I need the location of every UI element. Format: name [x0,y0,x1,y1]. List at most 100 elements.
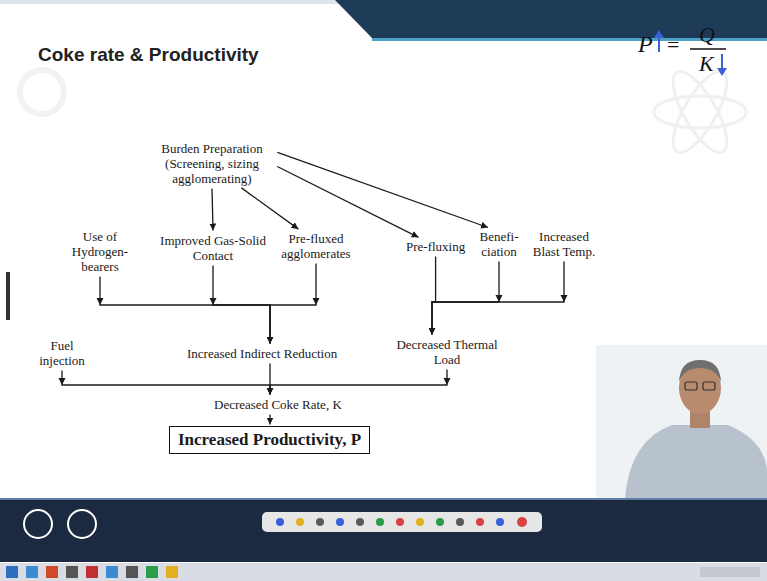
institute-logo [24,510,52,538]
toolbar-icon [476,518,484,526]
flow-step: Benefi- ciation [475,228,523,260]
toolbar-icon [316,518,324,526]
taskbar [0,563,767,581]
taskbar-icon [66,566,78,578]
flow-step: Increased Indirect Reduction [185,345,339,362]
toolbar-icon [456,518,464,526]
bus-arrowhead [97,298,104,305]
presenter-shirt [625,425,767,498]
connector [432,262,503,335]
toolbar-icon [496,518,504,526]
connector [97,277,271,344]
connector [212,189,213,231]
bus-arrowhead [313,298,320,305]
atom-watermark [663,64,737,160]
bus-arrowhead [496,295,503,302]
node-text: Increased Indirect Reduction [187,346,337,361]
slide-title: Coke rate & Productivity [38,44,259,66]
taskbar-icon [166,566,178,578]
gear-watermark [20,70,64,114]
connector [432,262,568,335]
taskbar-tray [700,567,760,577]
formula-symbol: K [699,53,714,75]
node-text: Use of Hydrogen-bearers [69,229,131,274]
presenter-glasses [703,382,715,390]
bus-arrowhead [59,378,66,385]
up-arrowhead [654,30,664,38]
presenter-hair [679,360,721,382]
node-text: Decreased Thermal Load [387,337,507,367]
toolbar-icon [416,518,424,526]
taskbar-icon [86,566,98,578]
connector [241,188,298,229]
taskbar-icon [6,566,18,578]
node-text: Burden Preparation (Screening, sizing ag… [150,141,274,186]
connector-line [212,189,213,231]
connector [270,264,320,344]
taskbar-icon [106,566,118,578]
connector-line [100,277,270,344]
atom-watermark [663,64,737,160]
down-arrowhead [717,68,727,76]
connector-line [269,415,270,425]
connector [270,370,451,395]
formula-symbol: = [667,34,679,56]
nptel-logo [68,510,96,538]
flow-step: Improved Gas-Solid Contact [157,232,269,264]
connector [210,266,271,344]
node-text: Pre-fluxed agglomerates [277,231,355,261]
toolbar-icon [517,517,527,527]
toolbar-icon [296,518,304,526]
flow-step: Pre-fluxing [404,238,467,255]
toolbar-icon [336,518,344,526]
connector-line [432,262,499,335]
formula-symbol: Q [699,24,715,46]
connector-line [213,266,270,344]
connector-line [432,262,564,335]
taskbar-icon [46,566,58,578]
presenter-video [596,345,767,498]
node-text: Pre-fluxing [406,239,465,254]
toolbar-icon [436,518,444,526]
footer-line [0,498,767,500]
flow-step: Increased Blast Temp. [526,228,602,260]
toolbar-icon [396,518,404,526]
flow-step: Use of Hydrogen-bearers [67,228,133,275]
connector-line [62,371,270,395]
presenter-glasses [685,382,697,390]
toolbar-icon [356,518,364,526]
connector [277,152,488,227]
node-text: Decreased Coke Rate, K [214,397,342,412]
bus-arrowhead [561,295,568,302]
connector-line [277,152,488,227]
bus-arrowhead [444,378,451,385]
taskbar-icon [126,566,138,578]
node-text: Fuel injection [35,338,89,368]
flow-step: Decreased Thermal Load [385,336,509,368]
footer-band [0,498,767,562]
node-text: Improved Gas-Solid Contact [159,233,267,263]
toolbar-icon [376,518,384,526]
flow-step: Fuel injection [33,337,91,369]
pen-toolbar [262,512,542,532]
fraction-bar [690,48,726,50]
connector-line [270,370,447,395]
taskbar-icon [146,566,158,578]
connector [270,415,271,425]
node-text: Increased Blast Temp. [528,229,600,259]
connector-line [270,264,316,344]
toolbar-icon [276,518,284,526]
bus-arrowhead [210,298,217,305]
side-marker [6,272,10,320]
formula-symbol: P [638,32,653,56]
taskbar-icon [26,566,38,578]
flow-step: Pre-fluxed agglomerates [275,230,357,262]
result-box: Increased Productivity, P [169,426,370,454]
node-text: Increased Productivity, P [178,430,361,450]
flow-step: Decreased Coke Rate, K [212,396,344,413]
connector-line [241,188,298,229]
node-text: Benefi- ciation [477,229,521,259]
